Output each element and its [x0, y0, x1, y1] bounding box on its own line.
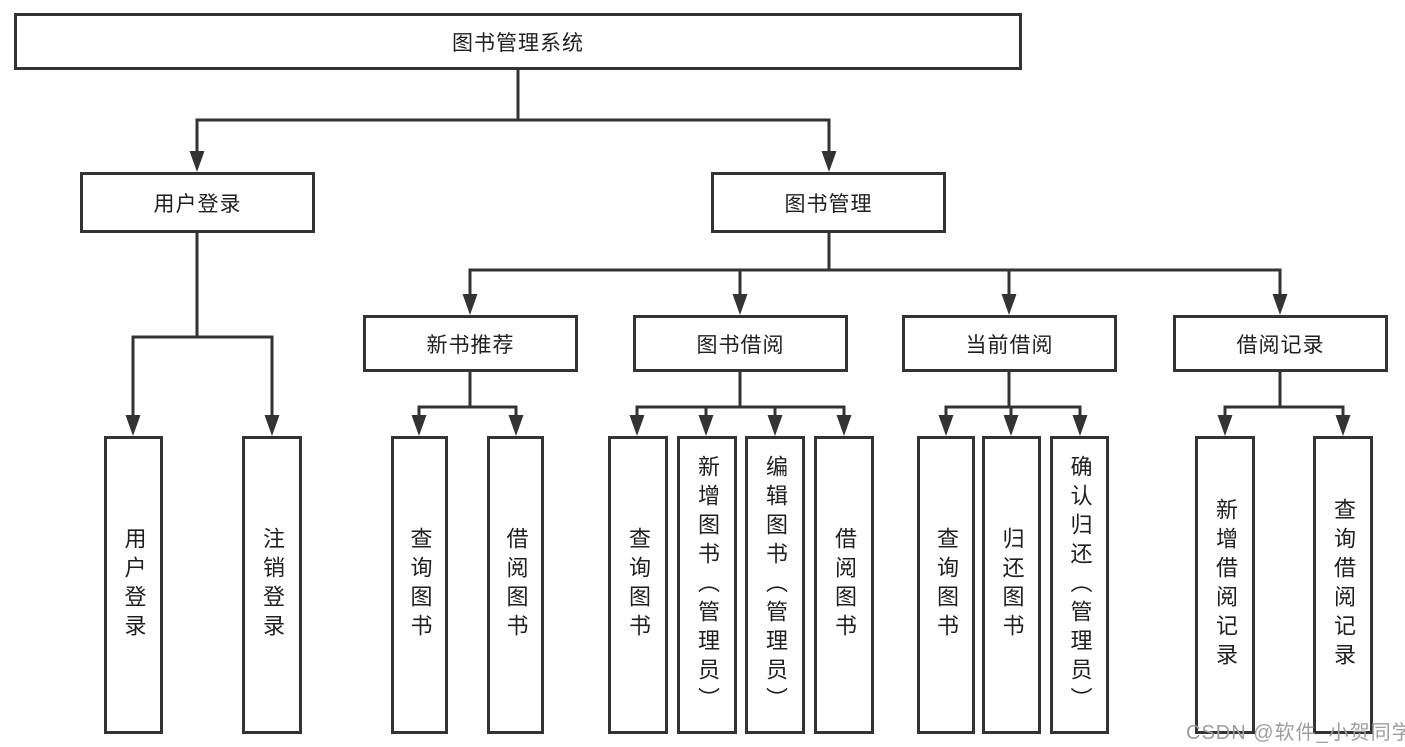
- node-new-book-recommend: 新书推荐: [363, 315, 578, 372]
- arrow-icon: [938, 415, 954, 436]
- arrow-icon: [264, 415, 280, 436]
- node-root-system: 图书管理系统: [14, 13, 1022, 70]
- arrow-icon: [1217, 415, 1233, 436]
- leaf-borrow-book: 借阅图书: [814, 436, 874, 734]
- arrow-icon: [629, 415, 645, 436]
- node-borrow-record: 借阅记录: [1173, 315, 1388, 372]
- leaf-add-borrow-record: 新增借阅记录: [1195, 436, 1255, 734]
- leaf-current-query-book: 查询图书: [917, 436, 975, 734]
- arrow-icon: [411, 415, 427, 436]
- arrow-icon: [821, 151, 837, 172]
- arrow-icon: [189, 151, 205, 172]
- leaf-logout: 注销登录: [242, 436, 302, 734]
- arrow-icon: [732, 294, 748, 315]
- leaf-edit-book-admin: 编辑图书（管理员）: [745, 436, 805, 734]
- leaf-borrow-query-book: 查询图书: [608, 436, 668, 734]
- leaf-query-borrow-record: 查询借阅记录: [1313, 436, 1373, 734]
- leaf-user-login: 用户登录: [104, 436, 163, 734]
- node-user-login: 用户登录: [80, 172, 315, 233]
- arrow-icon: [698, 415, 714, 436]
- leaf-recommend-query-book: 查询图书: [391, 436, 448, 734]
- arrow-icon: [1003, 415, 1019, 436]
- leaf-confirm-return-admin: 确认归还（管理员）: [1050, 436, 1109, 734]
- leaf-add-book-admin: 新增图书（管理员）: [677, 436, 737, 734]
- leaf-return-book: 归还图书: [982, 436, 1041, 734]
- arrow-icon: [836, 415, 852, 436]
- node-current-borrow: 当前借阅: [902, 315, 1117, 372]
- arrow-icon: [462, 294, 478, 315]
- leaf-recommend-borrow-book: 借阅图书: [487, 436, 544, 734]
- arrow-icon: [767, 415, 783, 436]
- csdn-watermark: CSDN @软件_小贺同学: [1186, 722, 1405, 744]
- arrow-icon: [1001, 294, 1017, 315]
- arrow-icon: [1335, 415, 1351, 436]
- arrow-icon: [125, 415, 141, 436]
- arrow-icon: [508, 415, 524, 436]
- arrow-icon: [1072, 415, 1088, 436]
- node-book-management: 图书管理: [711, 172, 946, 233]
- node-book-borrow: 图书借阅: [633, 315, 848, 372]
- arrow-icon: [1272, 294, 1288, 315]
